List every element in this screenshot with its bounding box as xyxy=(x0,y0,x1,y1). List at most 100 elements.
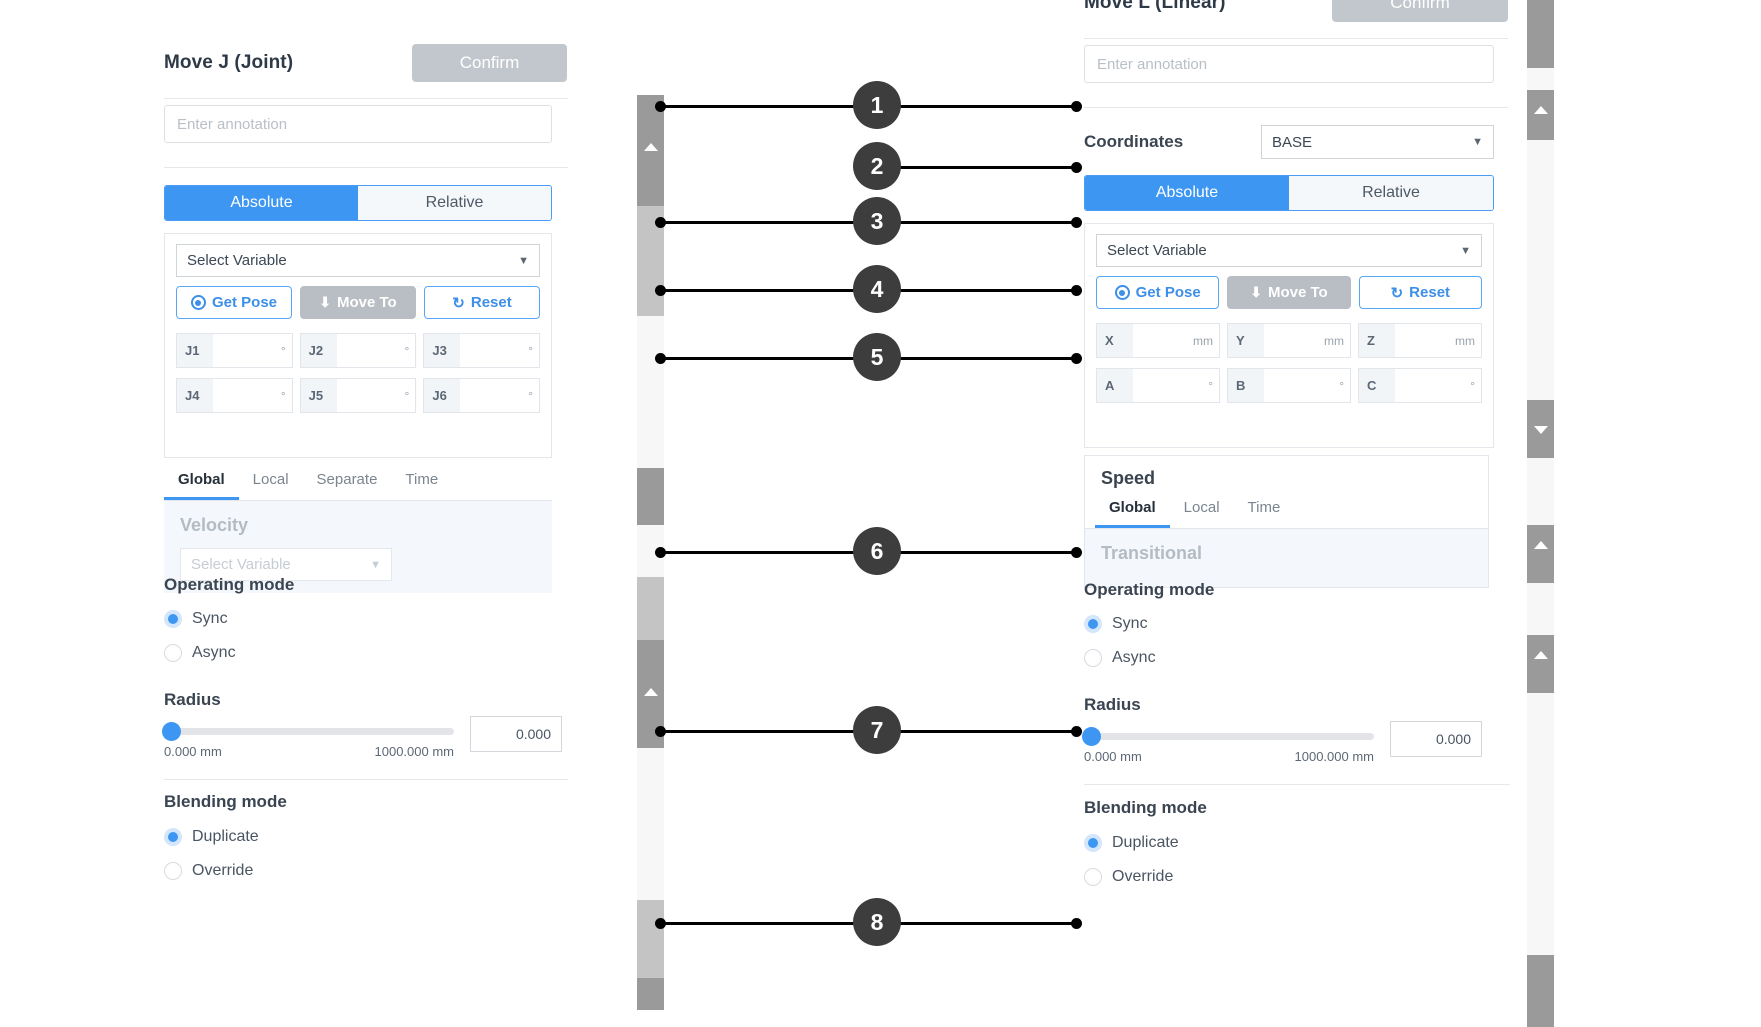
left-panel-scrollbar-thumb-6[interactable] xyxy=(637,900,664,980)
callout-dot-left-1 xyxy=(655,101,666,112)
move-l-variable-select[interactable]: Select Variable ▼ xyxy=(1096,234,1482,267)
pose-field-y[interactable]: Y mm xyxy=(1227,323,1351,358)
radio-async-indicator[interactable] xyxy=(1084,649,1102,667)
tab-relative[interactable]: Relative xyxy=(358,186,551,220)
right-panel-scrollbar-thumb-2[interactable] xyxy=(1527,90,1554,140)
coordinates-select[interactable]: BASE ▼ xyxy=(1261,125,1494,159)
radio-override[interactable]: Override xyxy=(164,862,287,880)
radius-slider-handle[interactable] xyxy=(162,722,181,741)
joint-field-j1[interactable]: J1 ° xyxy=(176,333,293,368)
move-l-operating-mode: Operating mode Sync Async xyxy=(1084,580,1214,667)
joint-field-j6[interactable]: J6 ° xyxy=(423,378,541,413)
radio-override-indicator[interactable] xyxy=(1084,868,1102,886)
move-j-move-to-button[interactable]: ⬇ Move To xyxy=(300,286,416,319)
pose-field-b-label: B xyxy=(1228,369,1264,402)
radio-sync-label: Sync xyxy=(1112,615,1148,632)
left-panel-scrollbar-thumb-1[interactable] xyxy=(637,95,664,210)
tab-relative[interactable]: Relative xyxy=(1289,176,1493,210)
radio-sync[interactable]: Sync xyxy=(1084,615,1214,633)
tab-absolute[interactable]: Absolute xyxy=(165,186,358,220)
radio-sync[interactable]: Sync xyxy=(164,610,294,628)
move-l-confirm-button[interactable]: Confirm xyxy=(1332,0,1508,22)
tab-global[interactable]: Global xyxy=(1095,499,1170,528)
velocity-variable-select[interactable]: Select Variable ▼ xyxy=(180,548,392,581)
radio-override-label: Override xyxy=(1112,868,1174,885)
callout-dot-right-7 xyxy=(1071,726,1082,737)
download-icon: ⬇ xyxy=(1250,284,1262,300)
pose-row-2: A ° B ° C ° xyxy=(1096,368,1482,403)
pose-field-b[interactable]: B ° xyxy=(1227,368,1351,403)
radius-slider-handle[interactable] xyxy=(1082,727,1101,746)
right-panel-scrollbar-thumb-3[interactable] xyxy=(1527,400,1554,458)
radio-override-indicator[interactable] xyxy=(164,862,182,880)
radio-override[interactable]: Override xyxy=(1084,868,1207,886)
pose-field-c[interactable]: C ° xyxy=(1358,368,1482,403)
pose-field-z[interactable]: Z mm xyxy=(1358,323,1482,358)
move-l-annotation-input[interactable] xyxy=(1084,45,1494,83)
radius-slider[interactable] xyxy=(162,722,454,741)
callout-line-left-4 xyxy=(660,289,855,292)
radio-async-indicator[interactable] xyxy=(164,644,182,662)
joint-field-j2[interactable]: J2 ° xyxy=(299,333,417,368)
move-j-mode-segmented[interactable]: Absolute Relative xyxy=(164,185,552,221)
radio-sync-indicator[interactable] xyxy=(1084,615,1102,633)
tab-local[interactable]: Local xyxy=(252,471,289,488)
move-j-get-pose-button[interactable]: Get Pose xyxy=(176,286,292,319)
joint-field-j4[interactable]: J4 ° xyxy=(176,378,293,413)
joint-row-1: J1 ° J2 ° J3 ° xyxy=(176,333,541,368)
pose-field-a-label: A xyxy=(1097,369,1133,402)
move-l-speed-tabs[interactable]: Global Local Time xyxy=(1085,499,1488,529)
tab-absolute[interactable]: Absolute xyxy=(1085,176,1289,210)
radius-value-input[interactable]: 0.000 xyxy=(470,716,562,752)
radio-async[interactable]: Async xyxy=(164,644,294,662)
target-icon xyxy=(190,295,206,310)
tab-separate[interactable]: Separate xyxy=(316,471,378,488)
move-j-variable-select[interactable]: Select Variable ▼ xyxy=(176,244,540,277)
radio-duplicate-indicator[interactable] xyxy=(164,828,182,846)
radio-duplicate[interactable]: Duplicate xyxy=(1084,834,1207,852)
pose-field-x[interactable]: X mm xyxy=(1096,323,1220,358)
move-l-get-pose-label: Get Pose xyxy=(1135,284,1201,301)
tab-global[interactable]: Global xyxy=(164,471,239,500)
callout-line-left-6 xyxy=(660,551,855,554)
right-panel-scrollbar-thumb-1[interactable] xyxy=(1527,0,1554,68)
move-l-get-pose-button[interactable]: Get Pose xyxy=(1096,276,1220,309)
move-j-reset-label: Reset xyxy=(470,294,512,311)
velocity-title: Velocity xyxy=(180,515,249,535)
callout-dot-right-4 xyxy=(1071,285,1082,296)
move-j-annotation-input[interactable] xyxy=(164,105,552,143)
radius-value-input[interactable]: 0.000 xyxy=(1390,721,1482,757)
tab-time[interactable]: Time xyxy=(405,471,439,488)
tab-time[interactable]: Time xyxy=(1247,499,1281,516)
pose-field-a[interactable]: A ° xyxy=(1096,368,1220,403)
move-l-reset-button[interactable]: ↻ Reset xyxy=(1358,276,1482,309)
joint-field-j5[interactable]: J5 ° xyxy=(299,378,417,413)
blending-mode-title: Blending mode xyxy=(164,792,287,811)
left-panel-scrollbar-thumb-4[interactable] xyxy=(637,577,664,642)
tab-local[interactable]: Local xyxy=(1183,499,1220,516)
move-l-mode-segmented[interactable]: Absolute Relative xyxy=(1084,175,1494,211)
move-j-confirm-button[interactable]: Confirm xyxy=(412,44,567,82)
move-l-move-to-button[interactable]: ⬇ Move To xyxy=(1227,276,1351,309)
right-panel-scrollbar-thumb-6[interactable] xyxy=(1527,955,1554,1027)
move-j-reset-button[interactable]: ↻ Reset xyxy=(424,286,540,319)
callout-8: 8 xyxy=(853,898,901,946)
move-j-speed-section: Global Local Separate Time Velocity Sele… xyxy=(164,465,552,593)
right-panel-scrollbar-thumb-4[interactable] xyxy=(1527,525,1554,583)
move-j-speed-tabs[interactable]: Global Local Separate Time xyxy=(164,465,552,501)
pose-field-x-unit: mm xyxy=(1193,333,1213,348)
radius-slider[interactable] xyxy=(1082,727,1374,746)
radio-duplicate[interactable]: Duplicate xyxy=(164,828,287,846)
radio-sync-indicator[interactable] xyxy=(164,610,182,628)
right-panel-scrollbar-track[interactable] xyxy=(1527,0,1554,1027)
move-j-velocity-pane: Velocity Select Variable ▼ xyxy=(164,501,552,593)
left-panel-scrollbar-thumb-3[interactable] xyxy=(637,468,664,525)
right-panel-scrollbar-thumb-5[interactable] xyxy=(1527,635,1554,693)
chevron-up-icon xyxy=(1534,541,1548,549)
left-panel-scrollbar-thumb-7[interactable] xyxy=(637,978,664,1010)
move-l-blending-mode: Blending mode Duplicate Override xyxy=(1084,798,1207,886)
radio-async[interactable]: Async xyxy=(1084,649,1214,667)
pose-field-x-label: X xyxy=(1097,324,1133,357)
joint-field-j3[interactable]: J3 ° xyxy=(423,333,541,368)
radio-duplicate-indicator[interactable] xyxy=(1084,834,1102,852)
